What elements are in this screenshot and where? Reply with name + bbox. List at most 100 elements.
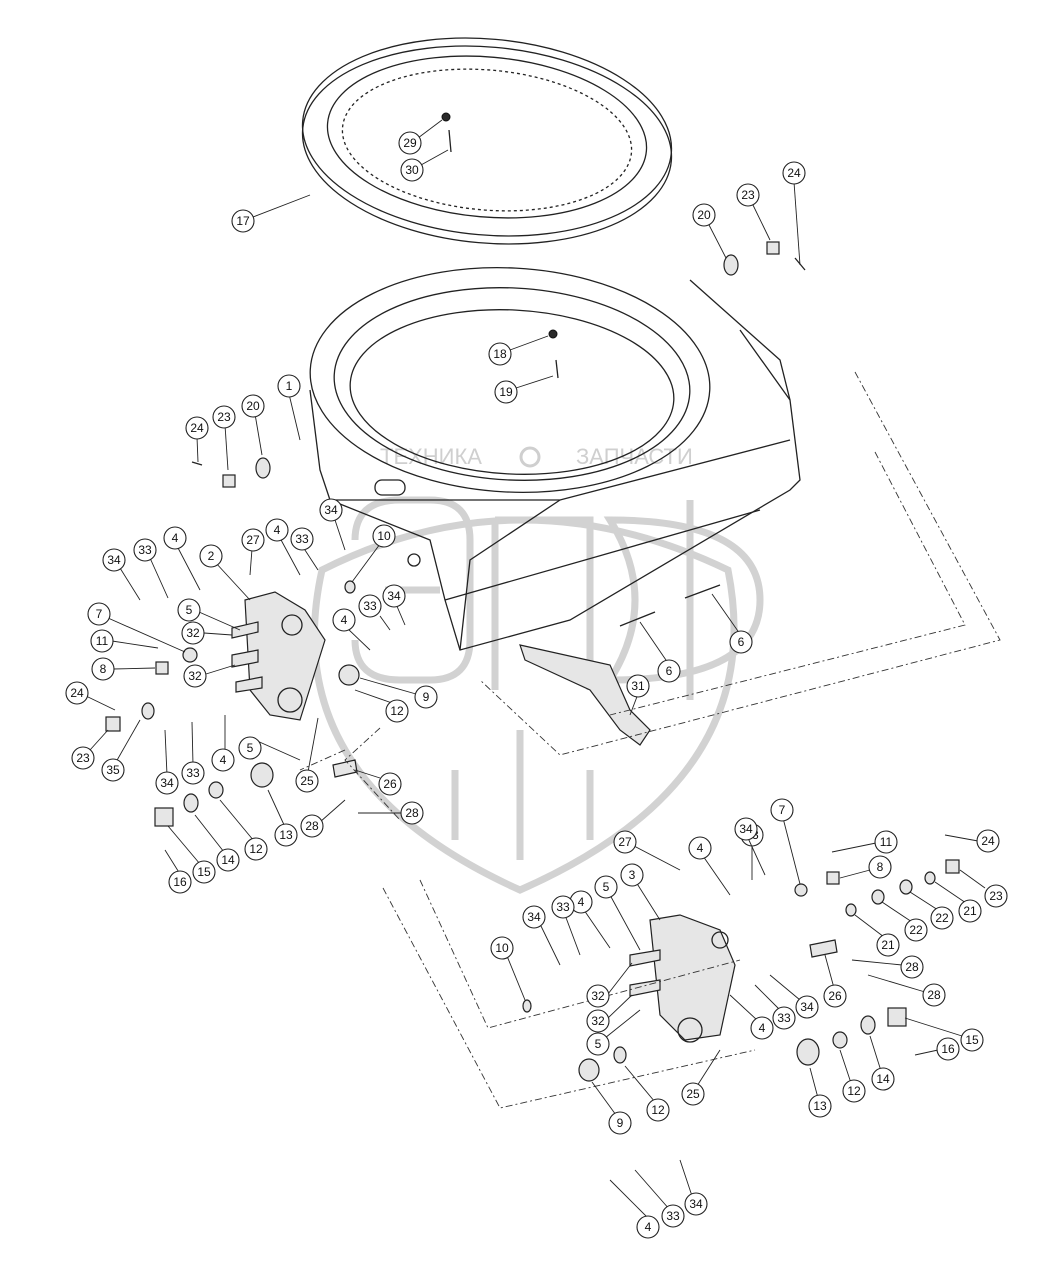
svg-text:11: 11	[880, 835, 893, 849]
label-28: 28	[400, 801, 424, 825]
label-20: 20	[241, 394, 265, 418]
bracket-left	[231, 591, 326, 721]
label-34: 34	[155, 771, 179, 795]
label-4: 4	[636, 1215, 660, 1239]
label-32: 32	[586, 984, 610, 1008]
label-13: 13	[808, 1094, 832, 1118]
svg-text:15: 15	[197, 865, 211, 879]
label-34: 34	[319, 498, 343, 522]
label-5: 5	[238, 736, 262, 760]
watermark-text-right: ЗАПЧАСТИ	[576, 444, 693, 469]
label-34: 34	[522, 905, 546, 929]
svg-text:2: 2	[208, 549, 215, 563]
callout-labels: 1 2 3 4 4 4 4 4 4 4 4 5 5 5 5 6	[65, 119, 1008, 1239]
svg-text:27: 27	[246, 533, 260, 547]
svg-text:24: 24	[787, 166, 801, 180]
svg-text:22: 22	[909, 923, 923, 937]
svg-text:9: 9	[423, 690, 430, 704]
svg-text:23: 23	[217, 410, 231, 424]
label-8: 8	[91, 657, 115, 681]
label-34: 34	[684, 1192, 708, 1216]
label-32: 32	[183, 664, 207, 688]
svg-text:16: 16	[941, 1042, 955, 1056]
label-25: 25	[681, 1082, 705, 1106]
label-6: 6	[729, 630, 753, 654]
svg-text:4: 4	[697, 841, 704, 855]
svg-text:8: 8	[100, 662, 107, 676]
svg-text:10: 10	[377, 529, 391, 543]
svg-text:34: 34	[689, 1197, 703, 1211]
label-6: 6	[657, 659, 681, 683]
svg-text:33: 33	[363, 599, 377, 613]
label-10: 10	[490, 936, 514, 960]
label-22: 22	[930, 906, 954, 930]
svg-text:32: 32	[186, 626, 200, 640]
label-33: 33	[358, 594, 382, 618]
label-33: 33	[772, 1006, 796, 1030]
svg-text:23: 23	[741, 188, 755, 202]
svg-text:34: 34	[800, 1000, 814, 1014]
label-30: 30	[400, 158, 424, 182]
svg-text:16: 16	[173, 875, 187, 889]
svg-text:34: 34	[324, 503, 338, 517]
label-12: 12	[842, 1079, 866, 1103]
label-31: 31	[626, 674, 650, 698]
svg-text:25: 25	[300, 774, 314, 788]
label-27: 27	[613, 830, 637, 854]
label-24: 24	[976, 829, 1000, 853]
label-4: 4	[211, 748, 235, 772]
svg-text:4: 4	[220, 753, 227, 767]
label-25: 25	[295, 769, 319, 793]
svg-text:10: 10	[495, 941, 509, 955]
label-20: 20	[692, 203, 716, 227]
svg-text:28: 28	[405, 806, 419, 820]
label-35: 35	[101, 758, 125, 782]
label-23: 23	[212, 405, 236, 429]
label-34: 34	[382, 584, 406, 608]
svg-text:5: 5	[186, 603, 193, 617]
svg-text:4: 4	[172, 531, 179, 545]
svg-text:18: 18	[493, 347, 507, 361]
svg-text:4: 4	[274, 523, 281, 537]
label-15: 15	[192, 860, 216, 884]
svg-text:24: 24	[190, 421, 204, 435]
label-32: 32	[586, 1009, 610, 1033]
svg-text:12: 12	[390, 704, 404, 718]
svg-text:6: 6	[738, 635, 745, 649]
label-10: 10	[372, 524, 396, 548]
pins	[332, 584, 838, 958]
svg-text:1: 1	[286, 379, 293, 393]
label-28: 28	[922, 983, 946, 1007]
label-7: 7	[87, 602, 111, 626]
svg-text:17: 17	[236, 214, 250, 228]
svg-text:25: 25	[686, 1087, 700, 1101]
svg-text:33: 33	[295, 532, 309, 546]
label-32: 32	[181, 621, 205, 645]
svg-text:34: 34	[527, 910, 541, 924]
svg-text:12: 12	[847, 1084, 861, 1098]
svg-text:5: 5	[603, 880, 610, 894]
svg-text:34: 34	[107, 553, 121, 567]
label-1: 1	[277, 374, 301, 398]
label-2: 2	[199, 544, 223, 568]
label-11: 11	[90, 629, 114, 653]
svg-text:19: 19	[499, 385, 513, 399]
svg-text:8: 8	[877, 860, 884, 874]
svg-text:32: 32	[591, 989, 605, 1003]
watermark-text-left: ТЕХНИКА	[380, 444, 482, 469]
label-24: 24	[782, 161, 806, 185]
label-24: 24	[185, 416, 209, 440]
label-15: 15	[960, 1028, 984, 1052]
label-16: 16	[936, 1037, 960, 1061]
svg-text:34: 34	[387, 589, 401, 603]
svg-text:33: 33	[556, 900, 570, 914]
label-34: 34	[795, 995, 819, 1019]
svg-text:28: 28	[905, 960, 919, 974]
svg-text:26: 26	[828, 989, 842, 1003]
label-21: 21	[876, 933, 900, 957]
label-5: 5	[594, 875, 618, 899]
svg-text:32: 32	[188, 669, 202, 683]
svg-text:13: 13	[279, 828, 293, 842]
svg-text:29: 29	[403, 136, 417, 150]
